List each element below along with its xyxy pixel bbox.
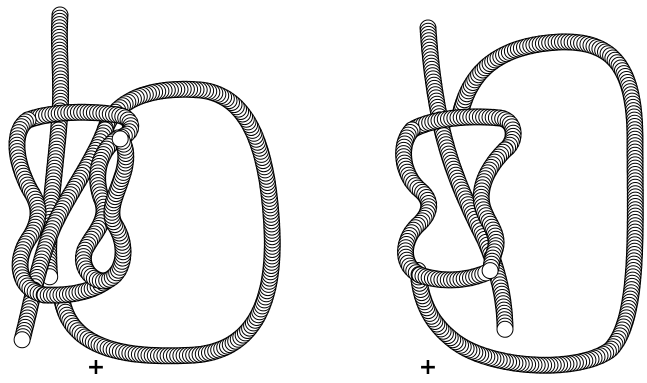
rope-segment-right-lobes xyxy=(473,142,513,279)
rope-segment-standing-top xyxy=(420,20,513,337)
plus-marker-left: + xyxy=(86,358,106,378)
rope-segment-left-lobes xyxy=(396,122,437,283)
knot-illustration-left xyxy=(9,7,280,364)
rope-segment-big-loop xyxy=(410,34,643,373)
knot-illustration-right xyxy=(396,20,644,373)
rope-segment-right-lobes xyxy=(75,130,133,289)
plus-marker-right: + xyxy=(418,358,438,378)
rope-segment-big-loop xyxy=(54,81,280,364)
rope-segment-bottom-band xyxy=(412,265,494,288)
